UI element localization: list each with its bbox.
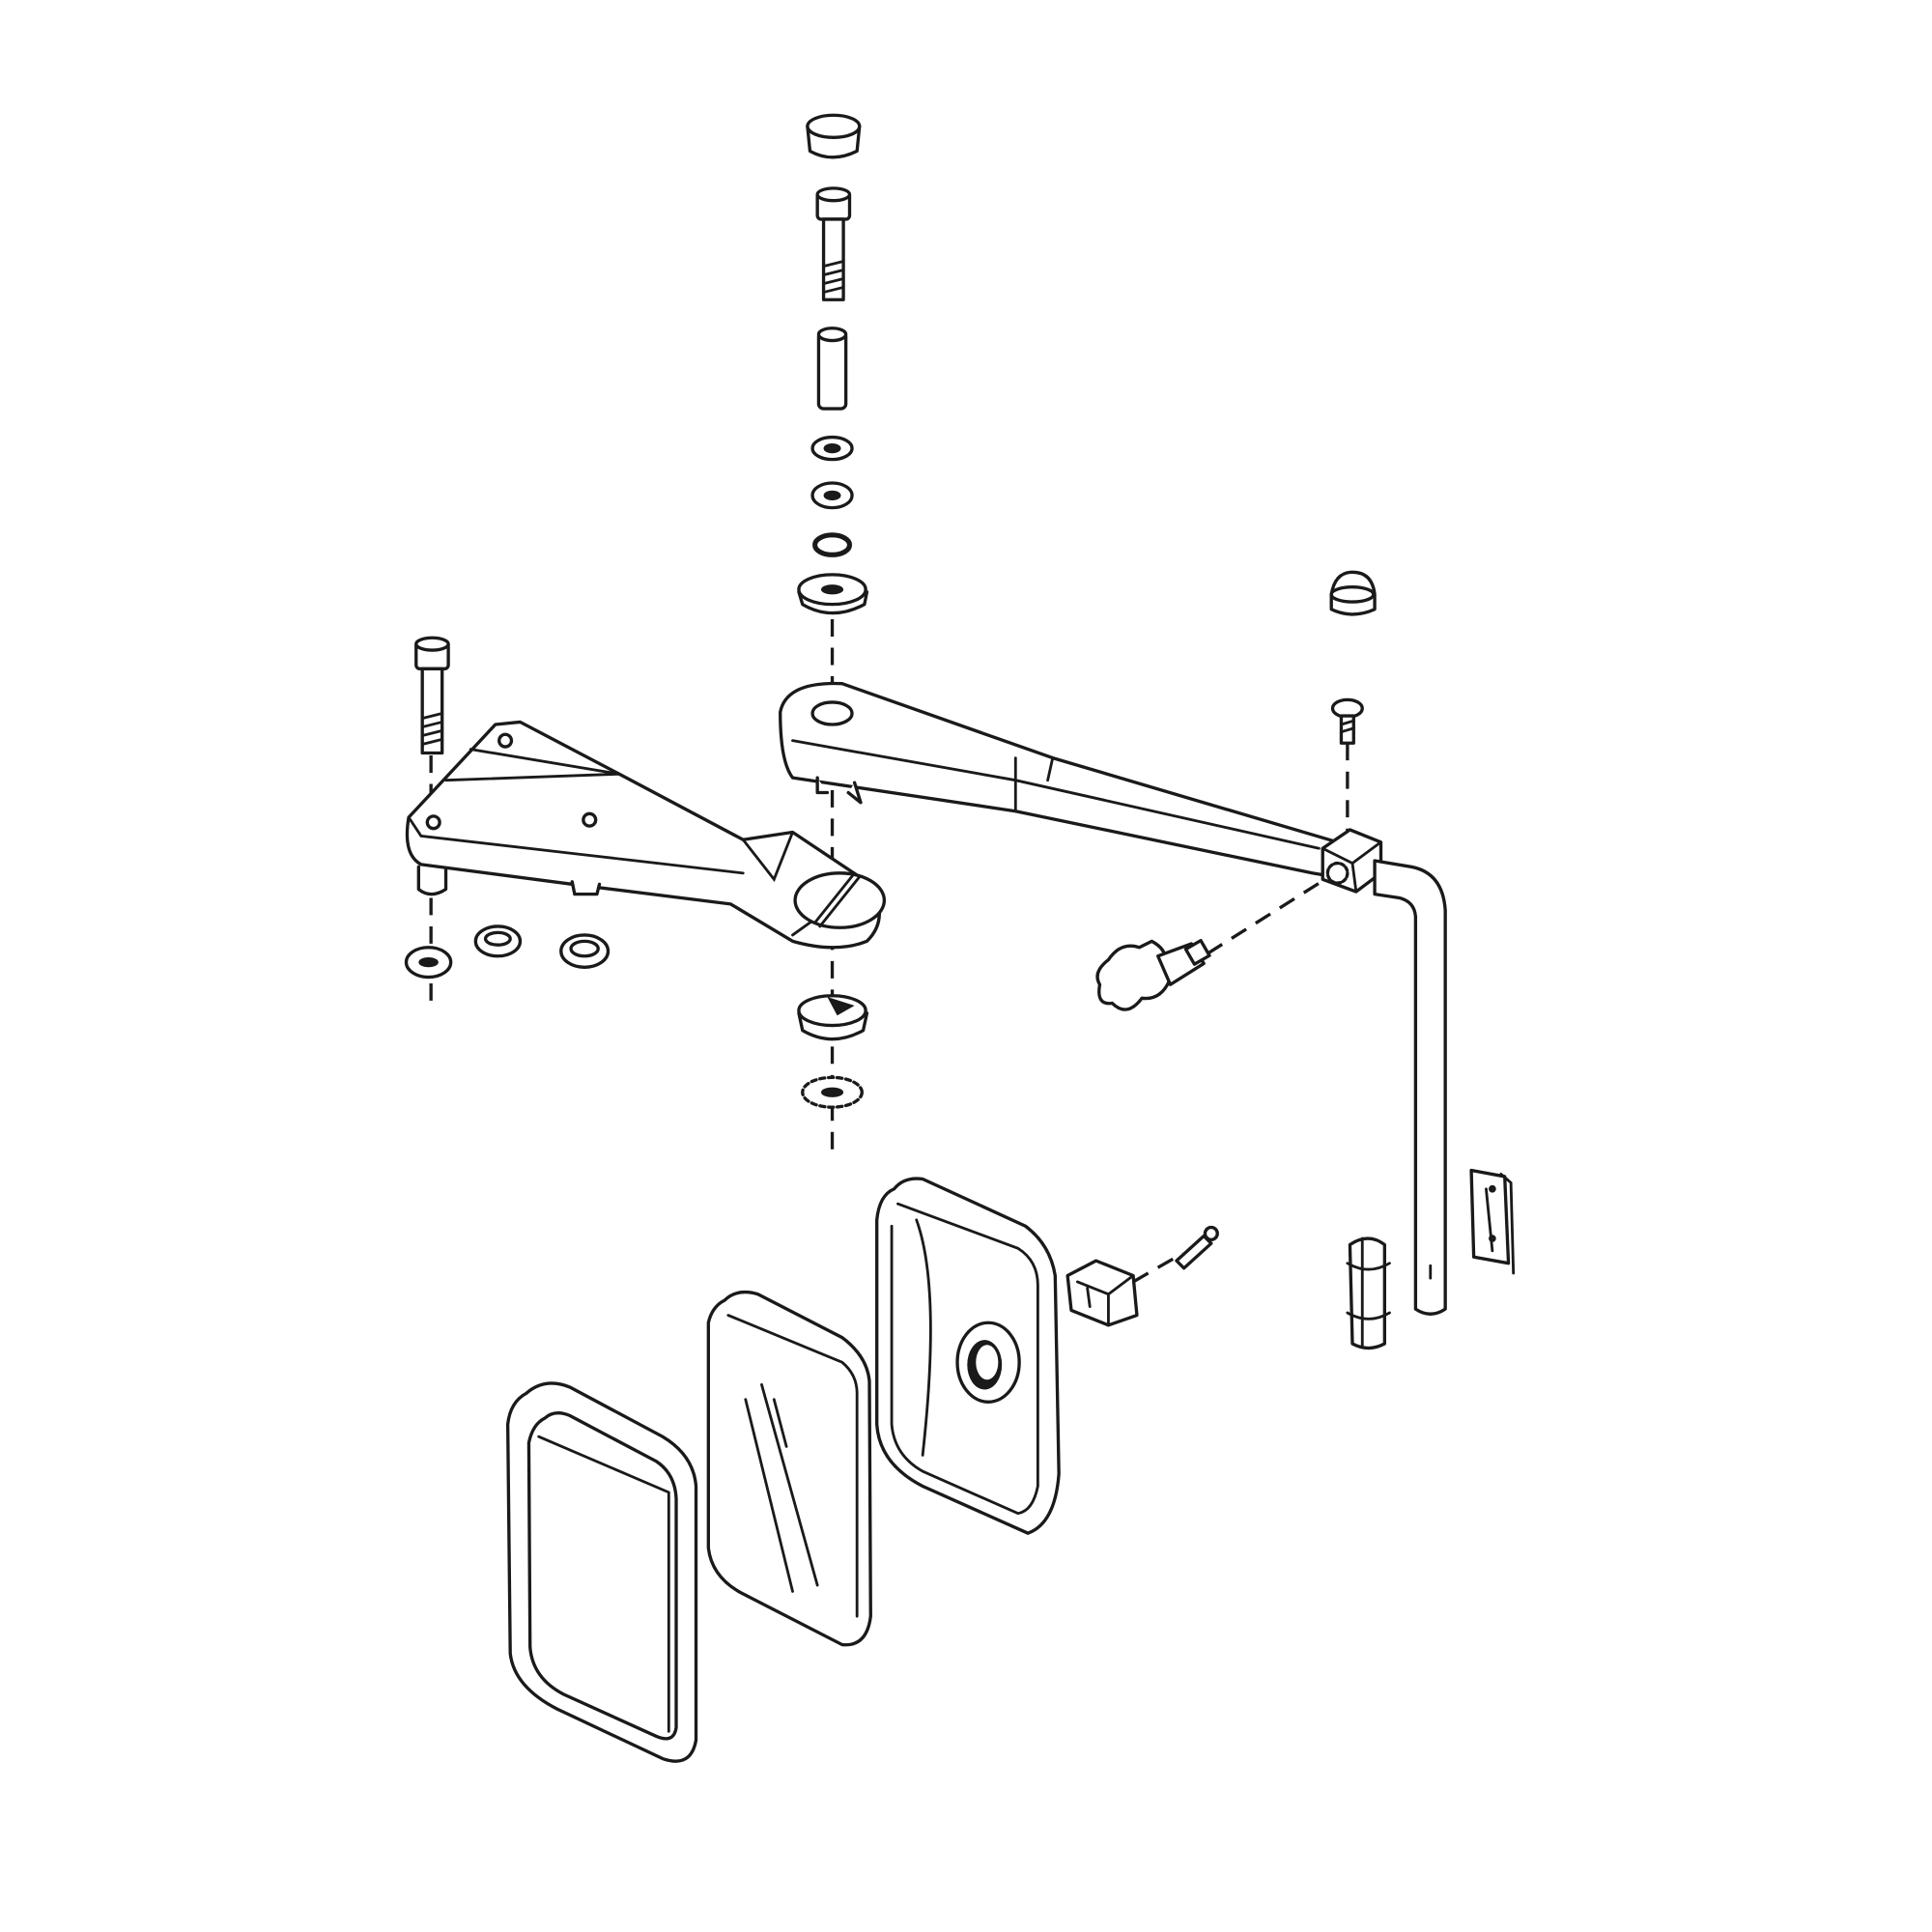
right-cap [1329, 570, 1377, 616]
left-washer-2 [473, 924, 523, 958]
knob-axis-line [1207, 877, 1326, 955]
sleeve [816, 327, 848, 411]
lock-washer [801, 1075, 864, 1109]
lower-bushing [797, 994, 869, 1041]
adjustment-knob [1095, 938, 1211, 1011]
top-bolt [815, 186, 852, 301]
left-washer-3 [559, 933, 611, 969]
mirror-glass [706, 1290, 872, 1647]
washer-1 [810, 435, 854, 462]
grommet [797, 573, 869, 615]
mirror-bezel [505, 1381, 698, 1763]
rod-clip-left [1346, 1236, 1391, 1350]
left-bolt [414, 636, 450, 755]
rod-clip-right [1469, 1168, 1516, 1275]
clamp-block [1321, 828, 1383, 894]
right-screw [1330, 697, 1364, 745]
mount-axis-line [1132, 1251, 1184, 1284]
left-washer-1 [404, 946, 453, 980]
upper-arm [779, 681, 1352, 881]
mirror-rod [1373, 859, 1447, 1316]
mirror-back-housing [875, 1177, 1061, 1535]
mount-screw [1175, 1225, 1219, 1270]
o-ring [812, 532, 853, 557]
top-cap [806, 113, 862, 159]
washer-2 [810, 481, 854, 510]
left-bracket [405, 720, 887, 950]
mirror-mount [1065, 1259, 1139, 1327]
